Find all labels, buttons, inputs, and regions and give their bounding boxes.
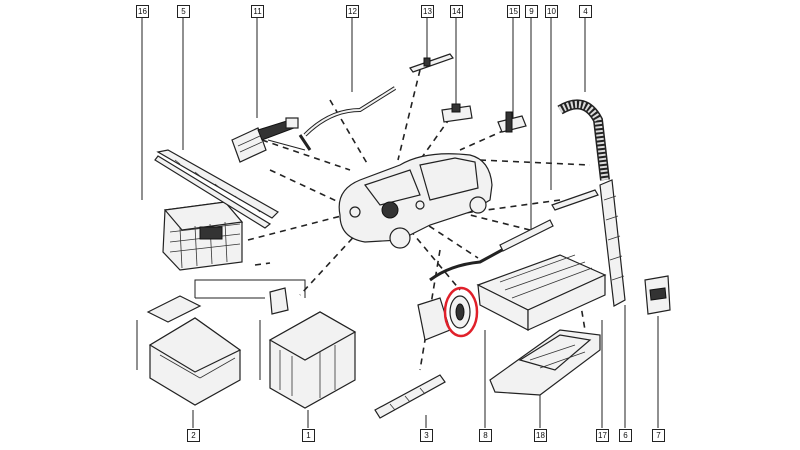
callout-11: 11 — [251, 5, 264, 18]
callout-14: 14 — [450, 5, 463, 18]
part-15-bracket — [497, 111, 527, 133]
callout-18: 18 — [534, 429, 547, 442]
highlight-ring — [443, 286, 479, 338]
callout-3: 3 — [420, 429, 433, 442]
callout-1: 1 — [302, 429, 315, 442]
part-6-duct — [599, 179, 626, 307]
part-4-hose — [557, 99, 610, 181]
dashed-connectors — [247, 69, 591, 371]
part-8-grommet — [417, 286, 479, 341]
part-16-fuse-box — [162, 201, 244, 271]
callout-15: 15 — [507, 5, 520, 18]
part-10-bar — [551, 189, 599, 211]
part-3-strap — [374, 374, 446, 419]
part-17-control-unit — [476, 254, 607, 331]
callout-6: 6 — [619, 429, 632, 442]
callout-13: 13 — [421, 5, 434, 18]
callout-5: 5 — [177, 5, 190, 18]
callout-4: 4 — [579, 5, 592, 18]
part-11-connector — [231, 117, 306, 163]
part-13-bar — [409, 53, 454, 73]
part-18-tray — [489, 329, 601, 396]
part-2-housing — [146, 295, 242, 406]
callout-17: 17 — [596, 429, 609, 442]
part-12-harness — [298, 86, 397, 151]
callout-16: 16 — [136, 5, 149, 18]
part-9-rail — [429, 219, 554, 282]
part-5-rail — [154, 149, 279, 229]
part-1-battery-tray — [268, 287, 357, 409]
part-14-clip — [441, 103, 473, 123]
part-7-connector — [644, 275, 671, 315]
callout-10: 10 — [545, 5, 558, 18]
group-bracket — [136, 279, 306, 380]
callout-9: 9 — [525, 5, 538, 18]
car-illustration — [338, 153, 493, 249]
callout-7: 7 — [652, 429, 665, 442]
callout-2: 2 — [187, 429, 200, 442]
callout-12: 12 — [346, 5, 359, 18]
callout-8: 8 — [479, 429, 492, 442]
leader-lines — [141, 18, 659, 428]
